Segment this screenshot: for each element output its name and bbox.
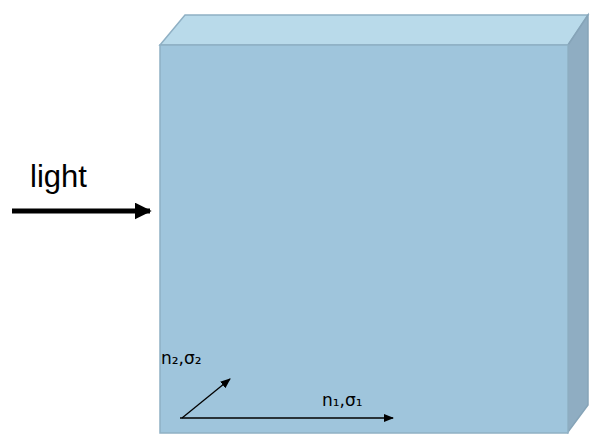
slab-top-face xyxy=(160,15,588,45)
light-label: light xyxy=(30,160,87,194)
light-label-holder: light xyxy=(30,160,87,194)
axis-one-arrow xyxy=(180,417,393,418)
axis-label: n₁,σ₁ xyxy=(322,391,363,410)
axis-label-holder: n₁,σ₁ xyxy=(322,391,363,410)
slab-front-face xyxy=(160,45,568,433)
light-arrow xyxy=(12,209,150,214)
axis-two-arrow xyxy=(182,379,230,418)
slab-side-face xyxy=(568,15,588,432)
axis-label-holder: n₂,σ₂ xyxy=(161,349,202,368)
axis-label: n₂,σ₂ xyxy=(161,349,202,368)
